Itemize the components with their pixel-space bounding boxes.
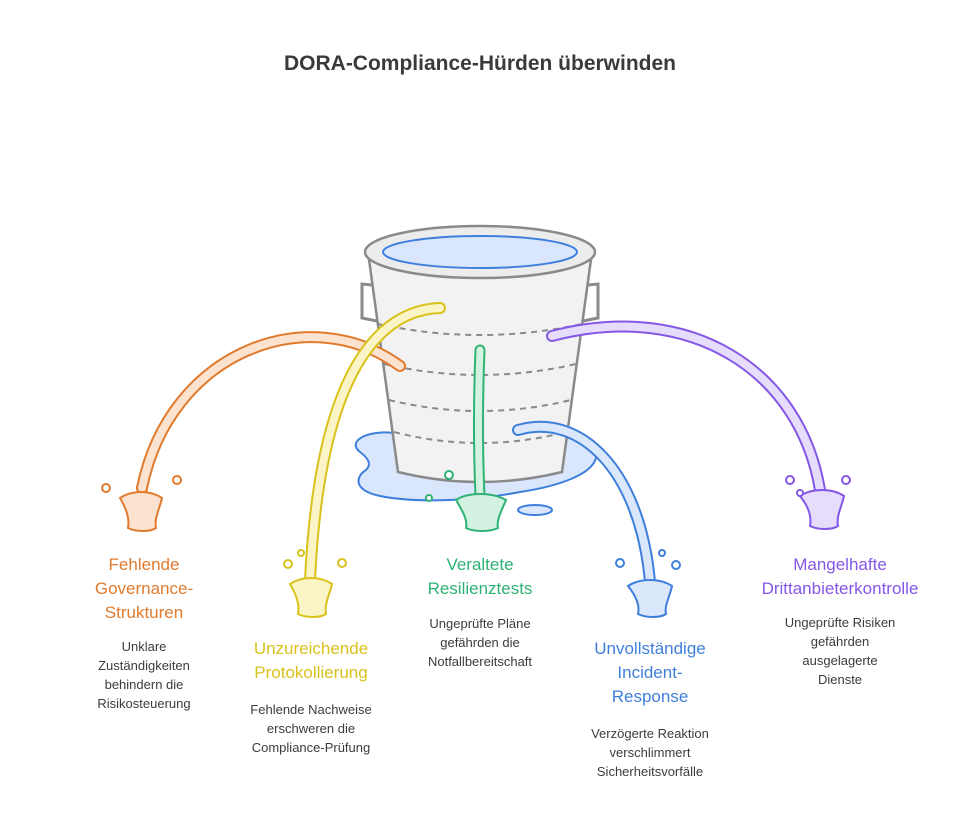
item-heading-governance: Fehlende Governance- Strukturen [94, 555, 194, 622]
water-stream-icon-yellow [304, 302, 446, 586]
splash-icon-blue [615, 549, 681, 618]
splash-icon-orange [101, 475, 182, 532]
water-stream-icon-purple [546, 320, 826, 496]
water-stream-icon-green [473, 344, 486, 502]
bucket-water [382, 235, 578, 269]
item-description-resilienztests: Ungeprüfte Pläne gefährden die Notfallbe… [427, 616, 533, 669]
item-heading-incident-response: Unvollständige Incident- Response [594, 639, 706, 706]
splash-icon-purple [785, 475, 851, 530]
water-stream-icon-blue [512, 420, 656, 588]
item-heading-drittanbieter: Mangelhafte Drittanbieterkontrolle [761, 555, 919, 598]
item-description-governance: Unklare Zuständigkeiten behindern die Ri… [97, 639, 191, 711]
splash-icon-green [425, 470, 508, 532]
item-description-protokollierung: Fehlende Nachweise erschweren die Compli… [250, 702, 372, 755]
puddle-drop [517, 504, 553, 516]
item-heading-protokollierung: Unzureichende Protokollierung [253, 639, 369, 682]
water-stream-icon-orange [136, 331, 406, 494]
splash-icon-yellow [283, 549, 347, 618]
page-title: DORA-Compliance-Hürden überwinden [283, 52, 677, 75]
item-heading-resilienztests: Veraltete Resilienztests [427, 555, 533, 598]
item-description-incident-response: Verzögerte Reaktion verschlimmert Sicher… [591, 726, 709, 779]
item-description-drittanbieter: Ungeprüfte Risiken gefährden ausgelagert… [784, 615, 896, 687]
